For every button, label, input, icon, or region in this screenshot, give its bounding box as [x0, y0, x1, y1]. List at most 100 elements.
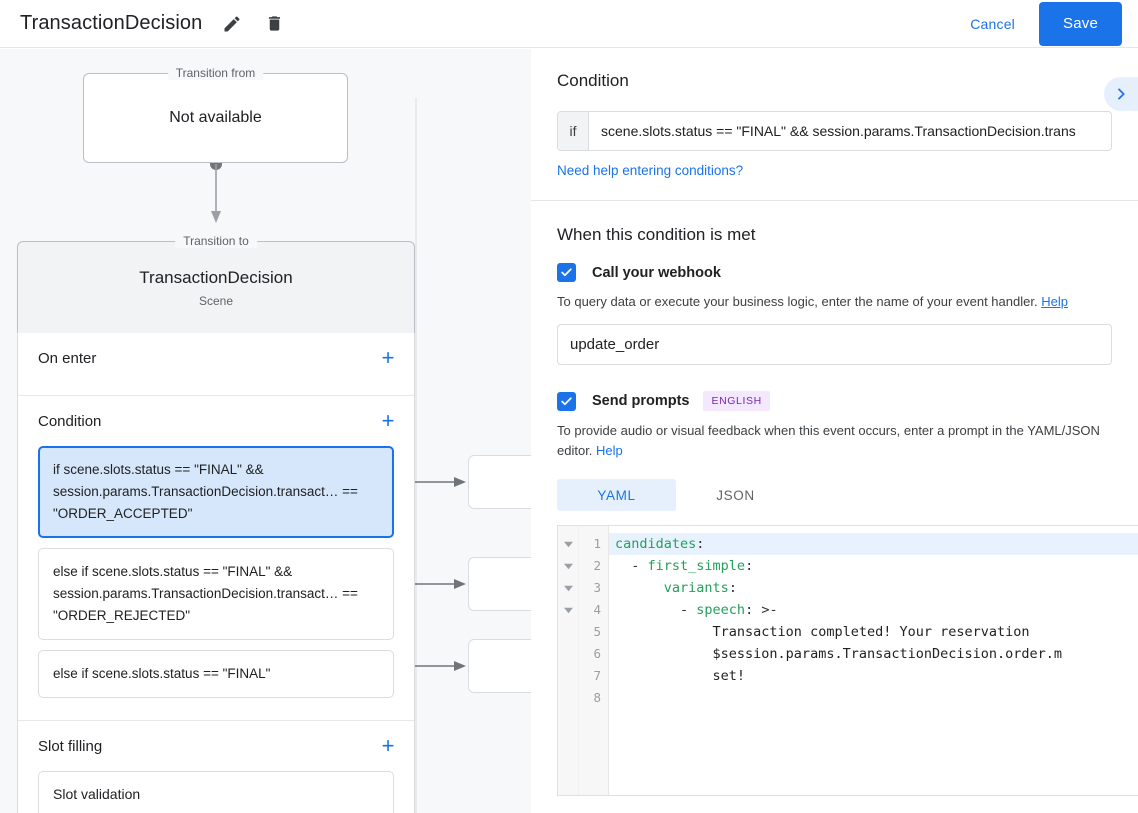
fold-toggle-icon[interactable]: [558, 555, 578, 577]
event-handler-input[interactable]: [557, 324, 1112, 365]
transition-from-value: Not available: [169, 109, 262, 126]
call-webhook-row: Call your webhook: [557, 263, 1112, 282]
send-prompts-label: Send prompts: [592, 393, 690, 409]
editor-fold-gutter[interactable]: [558, 526, 579, 795]
page-title: TransactionDecision: [20, 12, 203, 34]
section-title-slot-filling: Slot filling: [38, 737, 103, 755]
transition-to-legend: Transition to: [175, 234, 257, 248]
scene-canvas[interactable]: Transition from Not available Transition…: [0, 49, 531, 813]
condition-expression-input[interactable]: [589, 112, 1111, 150]
code-line[interactable]: set!: [609, 665, 1138, 687]
code-token: -: [615, 558, 648, 574]
fold-spacer: [558, 621, 578, 643]
slot-validation-card[interactable]: Slot validation: [38, 771, 394, 813]
prompts-help-link[interactable]: Help: [596, 443, 623, 458]
code-token: variants: [663, 580, 729, 596]
line-number: 8: [593, 690, 601, 705]
code-token: speech: [696, 602, 746, 618]
line-number: 3: [593, 580, 601, 595]
line-number: 6: [593, 646, 601, 661]
code-token: :: [696, 536, 705, 552]
scene-sections: On enter + Condition + if scene.slots.st…: [17, 333, 415, 813]
code-line[interactable]: - first_simple:: [609, 555, 1138, 577]
section-title-condition: Condition: [38, 412, 102, 430]
call-webhook-hint: To query data or execute your business l…: [557, 292, 1112, 312]
tab-yaml[interactable]: YAML: [557, 479, 676, 511]
condition-card[interactable]: if scene.slots.status == "FINAL" && sess…: [38, 446, 394, 538]
section-on-enter: On enter +: [18, 333, 414, 396]
condition-card[interactable]: else if scene.slots.status == "FINAL" &&…: [38, 548, 394, 640]
code-line[interactable]: $session.params.TransactionDecision.orde…: [609, 643, 1138, 665]
code-token: :: [728, 580, 737, 596]
fold-spacer: [558, 665, 578, 687]
webhook-help-link[interactable]: Help: [1041, 294, 1068, 309]
fold-spacer: [558, 687, 578, 709]
add-condition-button[interactable]: +: [381, 408, 395, 433]
code-token: -: [615, 602, 697, 618]
code-line[interactable]: variants:: [609, 577, 1138, 599]
call-webhook-label: Call your webhook: [592, 264, 721, 281]
code-token: first_simple: [647, 558, 746, 574]
add-on-enter-button[interactable]: +: [381, 345, 395, 370]
section-slot-filling: Slot filling + Slot validation: [18, 721, 414, 813]
scene-type: Scene: [198, 293, 234, 308]
transition-to-box: Transition to TransactionDecision Scene: [17, 234, 415, 333]
fold-spacer: [558, 643, 578, 665]
send-prompts-checkbox[interactable]: [557, 391, 576, 411]
trash-icon[interactable]: [262, 12, 286, 36]
need-help-conditions-link[interactable]: Need help entering conditions?: [557, 163, 744, 178]
tab-json[interactable]: JSON: [716, 487, 755, 503]
transition-from-legend: Transition from: [167, 66, 264, 80]
send-prompts-hint: To provide audio or visual feedback when…: [557, 421, 1112, 461]
line-number: 4: [593, 602, 601, 617]
send-prompts-hint-text: To provide audio or visual feedback when…: [557, 423, 1100, 458]
when-condition-met-heading: When this condition is met: [557, 225, 756, 244]
code-token: :: [745, 558, 754, 574]
fold-toggle-icon[interactable]: [558, 599, 578, 621]
code-token: : >-: [745, 602, 778, 618]
condition-heading: Condition: [557, 71, 629, 90]
top-bar: TransactionDecision Cancel Save: [0, 0, 1138, 48]
code-line[interactable]: - speech: >-: [609, 599, 1138, 621]
if-label: if: [558, 112, 589, 150]
cancel-button[interactable]: Cancel: [956, 8, 1029, 40]
code-line[interactable]: Transaction completed! Your reservation: [609, 621, 1138, 643]
fold-toggle-icon[interactable]: [558, 533, 578, 555]
condition-card[interactable]: else if scene.slots.status == "FINAL": [38, 650, 394, 698]
line-number: 5: [593, 624, 601, 639]
line-number: 2: [593, 558, 601, 573]
fold-toggle-icon[interactable]: [558, 577, 578, 599]
code-token: [615, 580, 664, 596]
transition-target-node[interactable]: [468, 557, 531, 611]
call-webhook-checkbox[interactable]: [557, 263, 576, 282]
panel-divider: [531, 200, 1138, 201]
code-token: $session.params.TransactionDecision.orde…: [615, 646, 1063, 662]
transition-target-node[interactable]: [468, 455, 531, 509]
save-button[interactable]: Save: [1039, 1, 1122, 46]
transition-target-node[interactable]: [468, 639, 531, 693]
scene-name: TransactionDecision: [139, 267, 293, 287]
details-panel: Condition if Need help entering conditio…: [531, 49, 1138, 813]
code-token: candidates: [615, 536, 697, 552]
editor-format-tabs: YAML JSON: [557, 479, 1112, 511]
language-badge: ENGLISH: [703, 391, 770, 411]
code-line[interactable]: [609, 687, 1138, 709]
pencil-icon[interactable]: [220, 12, 244, 36]
top-bar-actions: Cancel Save: [956, 1, 1138, 46]
editor-code-area[interactable]: candidates: - first_simple: variants: - …: [609, 526, 1138, 795]
line-number: 7: [593, 668, 601, 683]
add-slot-filling-button[interactable]: +: [381, 733, 395, 758]
when-condition-met-section: When this condition is met Call your web…: [531, 225, 1138, 796]
condition-if-row: if: [557, 111, 1112, 151]
transition-from-box: Transition from Not available: [83, 66, 348, 163]
section-title-on-enter: On enter: [38, 349, 97, 367]
code-line[interactable]: candidates:: [609, 533, 1138, 555]
section-condition: Condition + if scene.slots.status == "FI…: [18, 396, 414, 721]
send-prompts-row: Send prompts ENGLISH: [557, 391, 1112, 411]
condition-section: Condition if Need help entering conditio…: [531, 49, 1138, 180]
chevron-right-icon[interactable]: [1104, 77, 1138, 111]
code-token: set!: [615, 668, 746, 684]
